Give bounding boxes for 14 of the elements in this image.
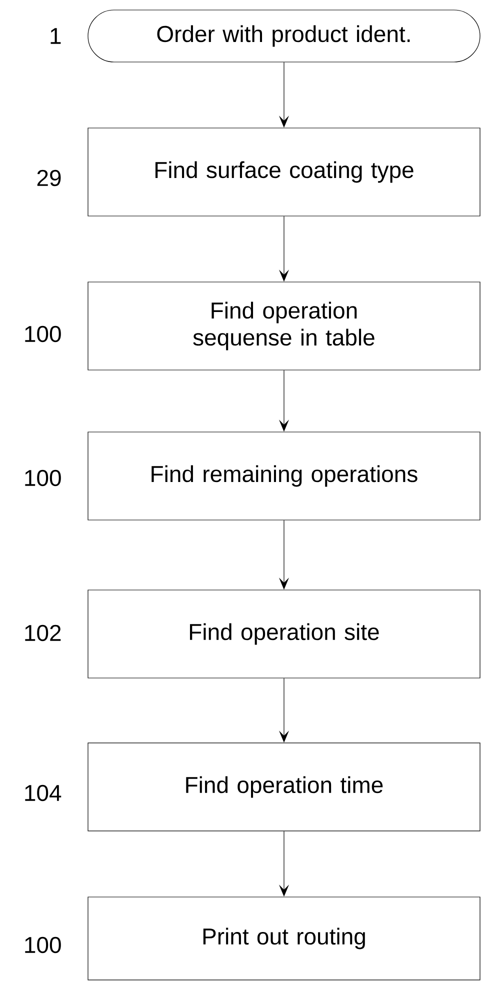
step-number: 100 — [25, 936, 61, 954]
step-number: 29 — [37, 170, 61, 186]
process-box: Print out routing — [88, 896, 480, 980]
process-box: Find remaining operations — [88, 432, 480, 520]
process-box: Find operation site — [88, 590, 480, 678]
step-number: 100 — [25, 326, 61, 342]
step-number: 104 — [25, 784, 62, 802]
start-terminal: Order with product ident. — [88, 10, 480, 62]
process-box: Find operation sequense in table — [88, 282, 480, 370]
process-box: Find operation time — [88, 742, 480, 832]
process-box: Find surface coating type — [88, 128, 480, 216]
step-number: 102 — [25, 624, 61, 642]
step-number: 100 — [25, 470, 61, 486]
step-number: 1 — [50, 28, 61, 44]
